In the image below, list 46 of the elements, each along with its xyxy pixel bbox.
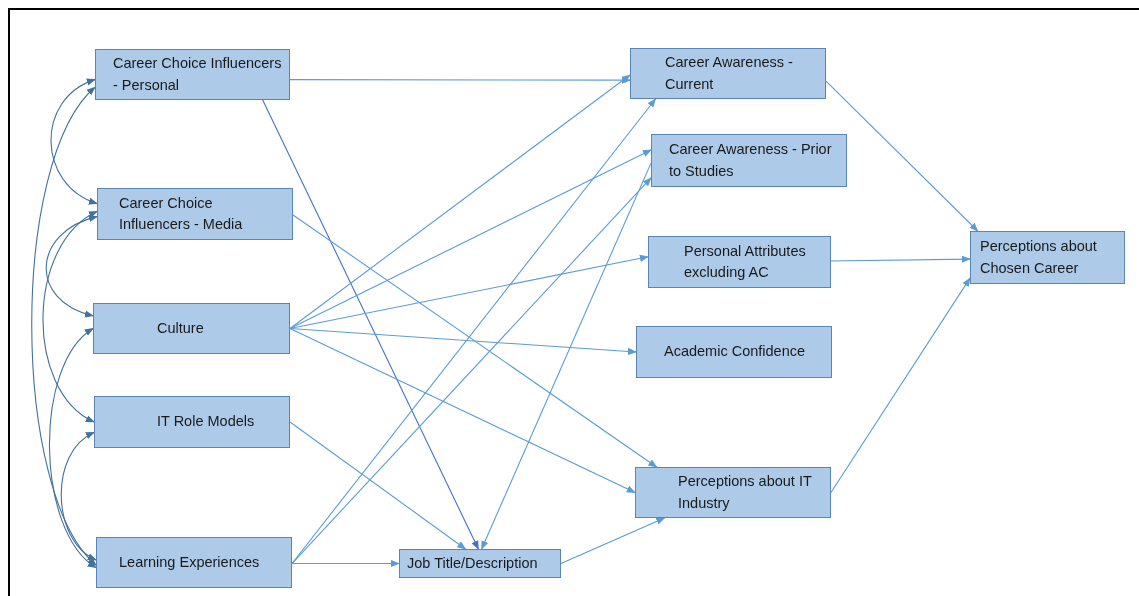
curved-arrow bbox=[31, 86, 97, 566]
curved-arrow bbox=[60, 431, 97, 561]
process-box bbox=[94, 396, 290, 448]
arrow bbox=[289, 327, 636, 494]
arrow bbox=[289, 76, 631, 84]
arrow bbox=[825, 80, 979, 232]
arrow bbox=[291, 177, 652, 565]
process-box bbox=[651, 134, 847, 187]
node-label: Career Choice Influencers - Personal bbox=[113, 54, 283, 95]
process-box bbox=[648, 236, 831, 288]
arrow bbox=[289, 327, 637, 356]
node-label: IT Role Models bbox=[157, 412, 255, 432]
arrow bbox=[830, 255, 971, 263]
node-label: Personal Attributes excluding AC bbox=[684, 242, 807, 282]
arrow bbox=[292, 214, 658, 468]
arrow bbox=[289, 254, 649, 330]
process-box bbox=[399, 549, 561, 578]
node-label: Perceptions about Chosen Career bbox=[980, 237, 1098, 278]
arrow bbox=[560, 517, 666, 565]
node-label: Career Awareness - Current bbox=[665, 53, 794, 94]
curved-arrow bbox=[48, 327, 97, 569]
node-label: Culture bbox=[157, 319, 204, 338]
arrow bbox=[262, 99, 479, 550]
process-box bbox=[96, 537, 292, 588]
process-box bbox=[93, 303, 290, 354]
arrow bbox=[289, 421, 467, 550]
process-box bbox=[97, 188, 293, 240]
node-label: Perceptions about IT Industry bbox=[678, 472, 813, 513]
curved-arrow bbox=[45, 215, 98, 317]
node-label: Career Choice Influencers - Media bbox=[119, 194, 244, 234]
curved-arrow bbox=[42, 210, 98, 423]
arrow bbox=[481, 162, 652, 550]
arrow bbox=[289, 149, 652, 330]
process-box bbox=[970, 231, 1125, 284]
arrow bbox=[289, 74, 631, 330]
node-label: Learning Experiences bbox=[119, 553, 260, 572]
node-label: Job Title/Description bbox=[407, 554, 538, 573]
node-label: Career Awareness - Prior to Studies bbox=[669, 140, 833, 181]
process-box bbox=[630, 48, 826, 99]
process-box bbox=[635, 467, 831, 518]
process-box bbox=[636, 326, 832, 378]
process-box bbox=[95, 49, 290, 100]
arrow bbox=[291, 559, 400, 568]
arrow bbox=[830, 277, 971, 494]
node-label: Academic Confidence bbox=[664, 342, 806, 362]
curved-arrow bbox=[50, 79, 98, 205]
